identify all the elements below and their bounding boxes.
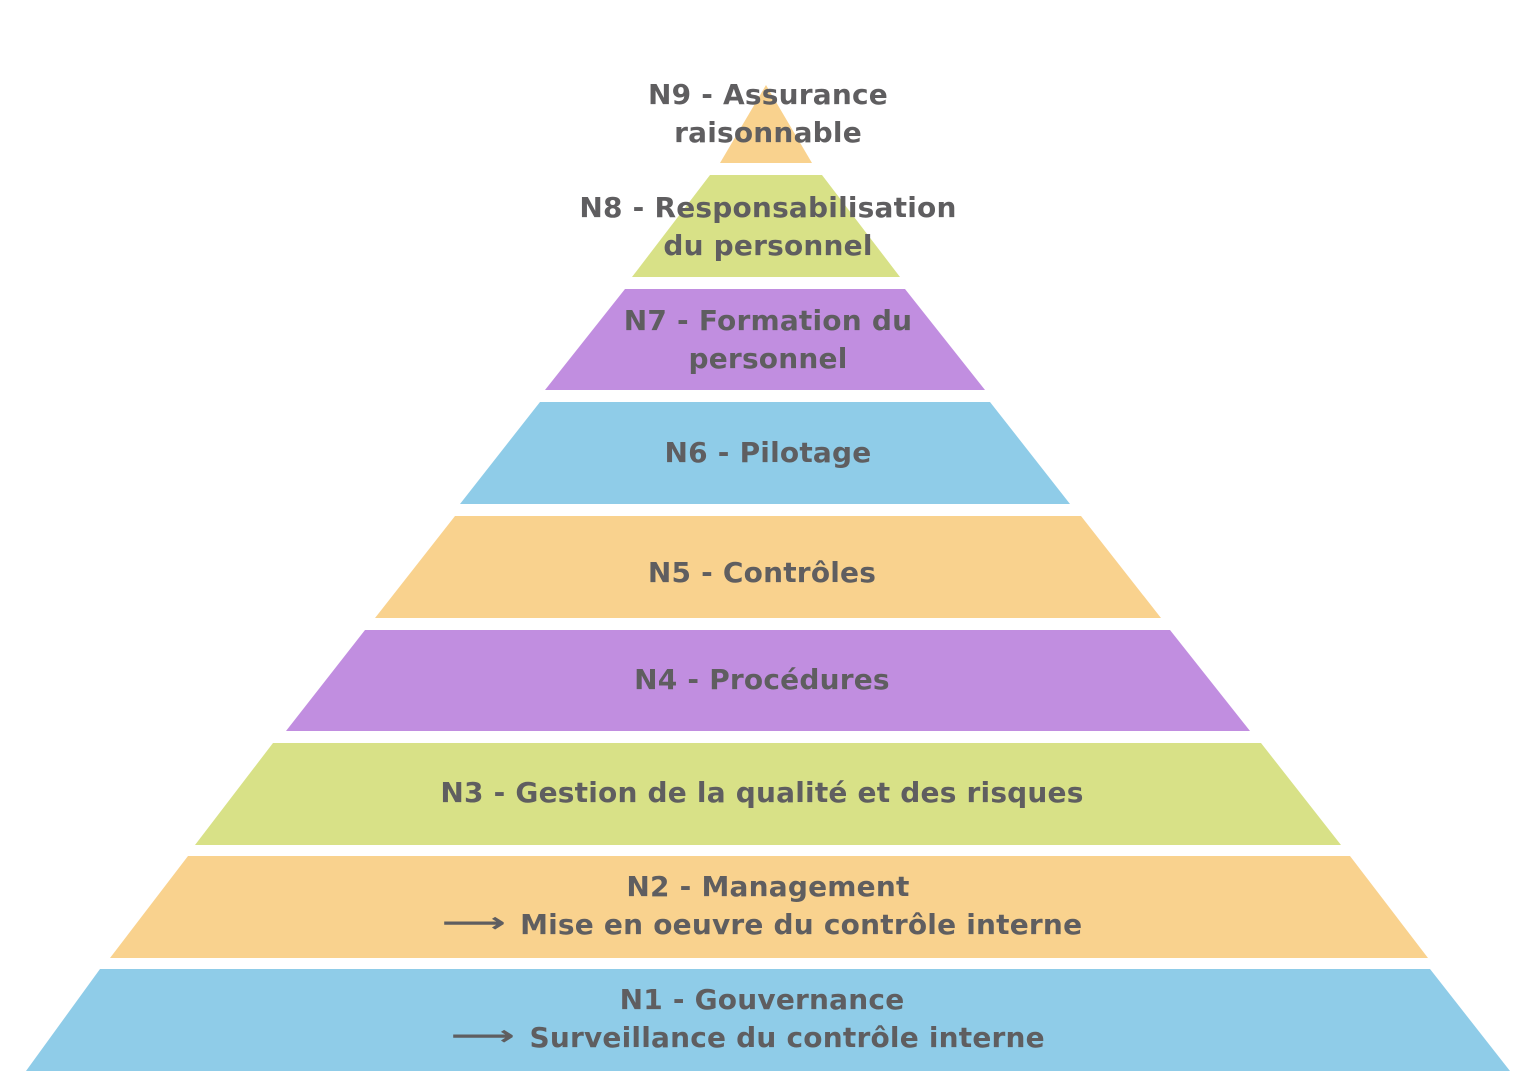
level-n2-label: N2 - Management ⟶ Mise en oeuvre du contr… — [6, 868, 1536, 944]
level-n1-subtitle-row: ⟶ Surveillance du contrôle interne — [0, 1019, 1528, 1057]
level-n8-title-line2: du personnel — [663, 229, 873, 262]
level-n4-label: N4 - Procédures — [0, 661, 1530, 699]
level-n2-title: N2 - Management — [626, 870, 910, 903]
level-n6-shape — [460, 402, 1070, 504]
arrow-right-icon: ⟶ — [441, 906, 507, 939]
level-n8-shape — [632, 175, 900, 277]
level-n1-shape — [26, 969, 1510, 1071]
level-n1-subtitle: Surveillance du contrôle interne — [529, 1021, 1045, 1054]
level-n3-title: N3 - Gestion de la qualité et des risque… — [440, 776, 1084, 809]
arrow-right-icon: ⟶ — [450, 1019, 516, 1052]
level-n7-label: N7 - Formation du personnel — [0, 302, 1536, 378]
level-n7-title-line1: N7 - Formation du — [623, 304, 913, 337]
level-n9-label: N9 - Assurance raisonnable — [0, 76, 1536, 152]
level-n8-title-line1: N8 - Responsabilisation — [579, 191, 957, 224]
level-n5-shape — [375, 516, 1161, 618]
level-n1-label: N1 - Gouvernance ⟶ Surveillance du contrô… — [0, 981, 1528, 1057]
level-n3-shape — [195, 743, 1341, 845]
level-n6-title: N6 - Pilotage — [664, 436, 872, 469]
level-n3-label: N3 - Gestion de la qualité et des risque… — [0, 774, 1530, 812]
level-n9-title-line1: N9 - Assurance — [648, 78, 888, 111]
level-n9-title-line2: raisonnable — [674, 116, 862, 149]
level-n4-title: N4 - Procédures — [634, 663, 890, 696]
level-n2-subtitle: Mise en oeuvre du contrôle interne — [520, 908, 1083, 941]
level-n5-title: N5 - Contrôles — [647, 556, 877, 589]
level-n2-subtitle-row: ⟶ Mise en oeuvre du contrôle interne — [6, 906, 1536, 944]
level-n7-title-line2: personnel — [688, 342, 848, 375]
level-n8-label: N8 - Responsabilisation du personnel — [0, 189, 1536, 265]
level-n1-title: N1 - Gouvernance — [619, 983, 905, 1016]
level-n6-label: N6 - Pilotage — [0, 434, 1536, 472]
level-n7-shape — [545, 289, 985, 390]
level-n9-shape — [720, 85, 812, 163]
level-n2-shape — [110, 856, 1428, 958]
level-n4-shape — [286, 630, 1250, 731]
level-n5-label: N5 - Contrôles — [0, 554, 1530, 592]
